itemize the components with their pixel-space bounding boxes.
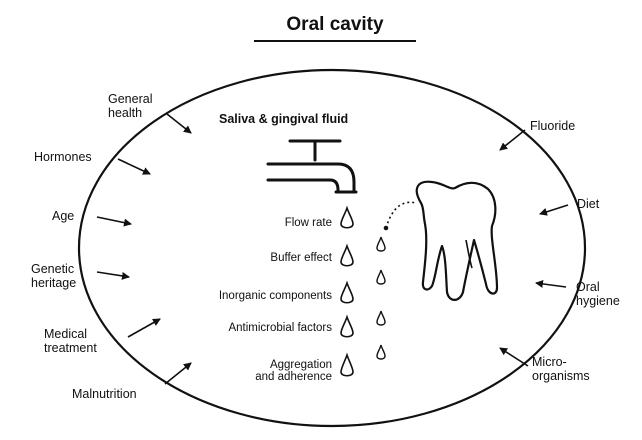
label-inorganic-components: Inorganic components [160, 290, 332, 302]
label-general-health: General health [108, 92, 152, 120]
arrow-micro-organisms [500, 348, 528, 366]
faucet-icon [268, 141, 356, 192]
arrow-hormones [118, 159, 150, 174]
drop-column-right [377, 237, 385, 359]
label-medical-treatment: Medical treatment [44, 327, 97, 355]
arrow-general-health [167, 114, 191, 133]
arrow-genetic-heritage [97, 272, 129, 277]
arrow-medical-treatment [128, 319, 160, 337]
page-title: Oral cavity [240, 14, 430, 36]
dot-marker [384, 226, 389, 231]
drop-column-left [341, 208, 353, 376]
label-fluoride: Fluoride [530, 119, 575, 133]
label-flow-rate: Flow rate [180, 217, 332, 229]
arrow-oral-hygiene [536, 283, 566, 287]
drop-icon [377, 237, 385, 251]
drop-icon [341, 246, 353, 266]
tooth-icon [417, 182, 497, 300]
dotted-arc [386, 202, 416, 228]
label-antimicrobial-factors: Antimicrobial factors [160, 322, 332, 334]
drop-icon [341, 317, 353, 337]
arrow-diet [540, 205, 568, 214]
label-micro-organisms: Micro- organisms [532, 355, 590, 383]
center-title: Saliva & gingival fluid [219, 112, 348, 126]
drop-icon [377, 311, 385, 325]
label-genetic-heritage: Genetic heritage [31, 262, 76, 290]
label-diet: Diet [577, 197, 599, 211]
label-buffer-effect: Buffer effect [180, 252, 332, 264]
drop-icon [377, 270, 385, 284]
label-malnutrition: Malnutrition [72, 387, 137, 401]
label-age: Age [52, 209, 74, 223]
label-oral-hygiene: Oral hygiene [576, 280, 620, 308]
label-hormones: Hormones [34, 150, 92, 164]
arrow-fluoride [500, 130, 525, 150]
drop-icon [377, 345, 385, 359]
label-aggregation: Aggregation and adherence [180, 359, 332, 383]
drop-icon [341, 283, 353, 303]
drop-icon [341, 355, 353, 376]
drop-icon [341, 208, 353, 228]
arrow-age [97, 217, 131, 224]
